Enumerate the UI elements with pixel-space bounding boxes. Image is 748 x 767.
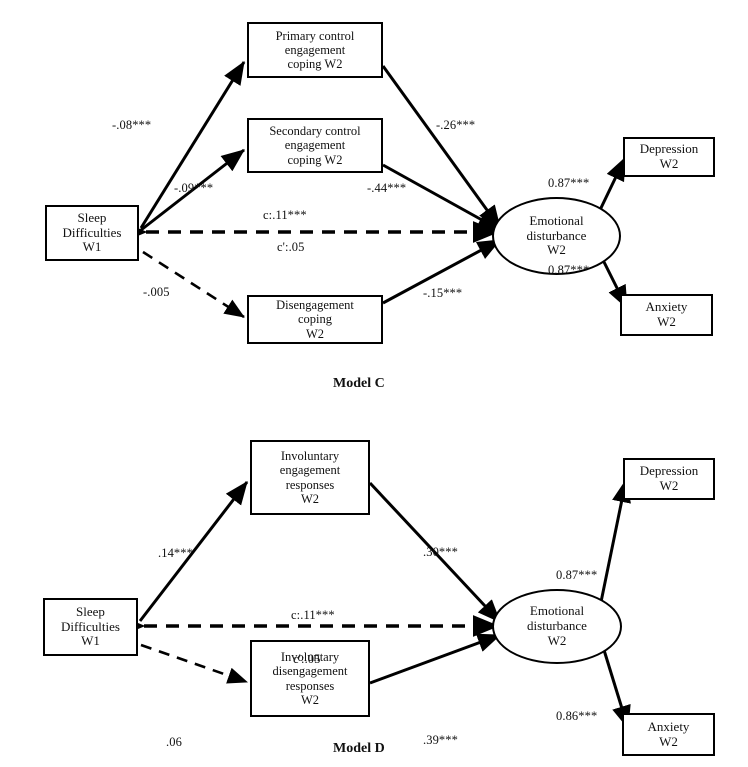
- path-label-loading-anxiety: 0.86***: [556, 709, 598, 723]
- node-label: Depression W2: [639, 463, 699, 493]
- path-label-b-path-disengagement: -.15***: [423, 286, 463, 300]
- path-label-a-path-involuntary-disengagement: .06: [166, 735, 182, 749]
- path-label-a-path-disengagement: -.005: [143, 285, 170, 299]
- path-label-loading-depression: 0.87***: [548, 176, 590, 190]
- node-label: Involuntary disengagement responses W2: [272, 650, 348, 707]
- node-label: Depression W2: [639, 141, 699, 171]
- node-label: Sleep Difficulties W1: [62, 209, 122, 255]
- node-label: Emotional disturbance W2: [526, 212, 587, 258]
- path-label-a-path-primary: -.08***: [112, 118, 152, 132]
- node-label: Involuntary engagement responses W2: [279, 449, 341, 506]
- node-label: Anxiety W2: [645, 299, 688, 329]
- node-depression-w2[interactable]: Depression W2: [623, 137, 715, 177]
- path-label-a-path-secondary: -.09***: [174, 181, 214, 195]
- arrow-involuntary-disengagement-to-emotional: [369, 633, 502, 685]
- node-label: Disengagement coping W2: [276, 298, 354, 341]
- path-label-a-path-involuntary-engagement: .14***: [158, 546, 193, 560]
- node-secondary-control-engagement-coping-w2[interactable]: Secondary control engagement coping W2: [247, 118, 383, 173]
- arrow-sleep-to-primary-control: [139, 60, 246, 229]
- path-label-b-path-involuntary-engagement: .30***: [423, 545, 458, 559]
- path-label-b-path-involuntary-disengagement: .39***: [423, 733, 458, 747]
- path-label-loading-depression: 0.87***: [556, 568, 598, 582]
- node-label: Sleep Difficulties W1: [61, 603, 120, 649]
- path-label-b-path-primary: -.26***: [436, 118, 476, 132]
- arrow-emotional-to-depression: [598, 156, 627, 211]
- node-depression-w2-d[interactable]: Depression W2: [623, 458, 715, 500]
- path-label-b-path-secondary: -.44***: [367, 181, 407, 195]
- node-label: Emotional disturbance W2: [527, 603, 587, 648]
- arrow-secondary-control-to-emotional: [382, 163, 502, 232]
- node-involuntary-engagement-responses-w2[interactable]: Involuntary engagement responses W2: [250, 440, 370, 515]
- node-label: Secondary control engagement coping W2: [269, 124, 361, 167]
- path-label-loading-anxiety: 0.87***: [548, 263, 590, 277]
- node-emotional-disturbance-w2[interactable]: Emotional disturbance W2: [492, 197, 621, 275]
- path-label-total-effect: c:.11***: [291, 608, 335, 622]
- node-emotional-disturbance-w2-d[interactable]: Emotional disturbance W2: [492, 589, 622, 664]
- node-primary-control-engagement-coping-w2[interactable]: Primary control engagement coping W2: [247, 22, 383, 78]
- arrow-sleep-to-involuntary-engagement: [138, 481, 249, 622]
- model-d-caption: Model D: [333, 741, 385, 756]
- path-label-direct-effect: c':.05: [293, 652, 321, 666]
- path-label-total-effect: c:.11***: [263, 208, 307, 222]
- node-sleep-difficulties-w1-d[interactable]: Sleep Difficulties W1: [43, 598, 138, 656]
- node-label: Primary control engagement coping W2: [275, 28, 355, 72]
- path-label-direct-effect: c':.05: [277, 240, 305, 254]
- arrow-primary-control-to-emotional: [381, 65, 502, 229]
- node-label: Anxiety W2: [647, 718, 690, 749]
- node-involuntary-disengagement-responses-w2[interactable]: Involuntary disengagement responses W2: [250, 640, 370, 717]
- node-anxiety-w2-d[interactable]: Anxiety W2: [622, 713, 715, 756]
- node-disengagement-coping-w2[interactable]: Disengagement coping W2: [247, 295, 383, 344]
- node-anxiety-w2[interactable]: Anxiety W2: [620, 294, 713, 336]
- arrow-sleep-to-involuntary-disengagement: [140, 643, 248, 684]
- node-sleep-difficulties-w1[interactable]: Sleep Difficulties W1: [45, 205, 139, 261]
- model-c-caption: Model C: [333, 376, 385, 391]
